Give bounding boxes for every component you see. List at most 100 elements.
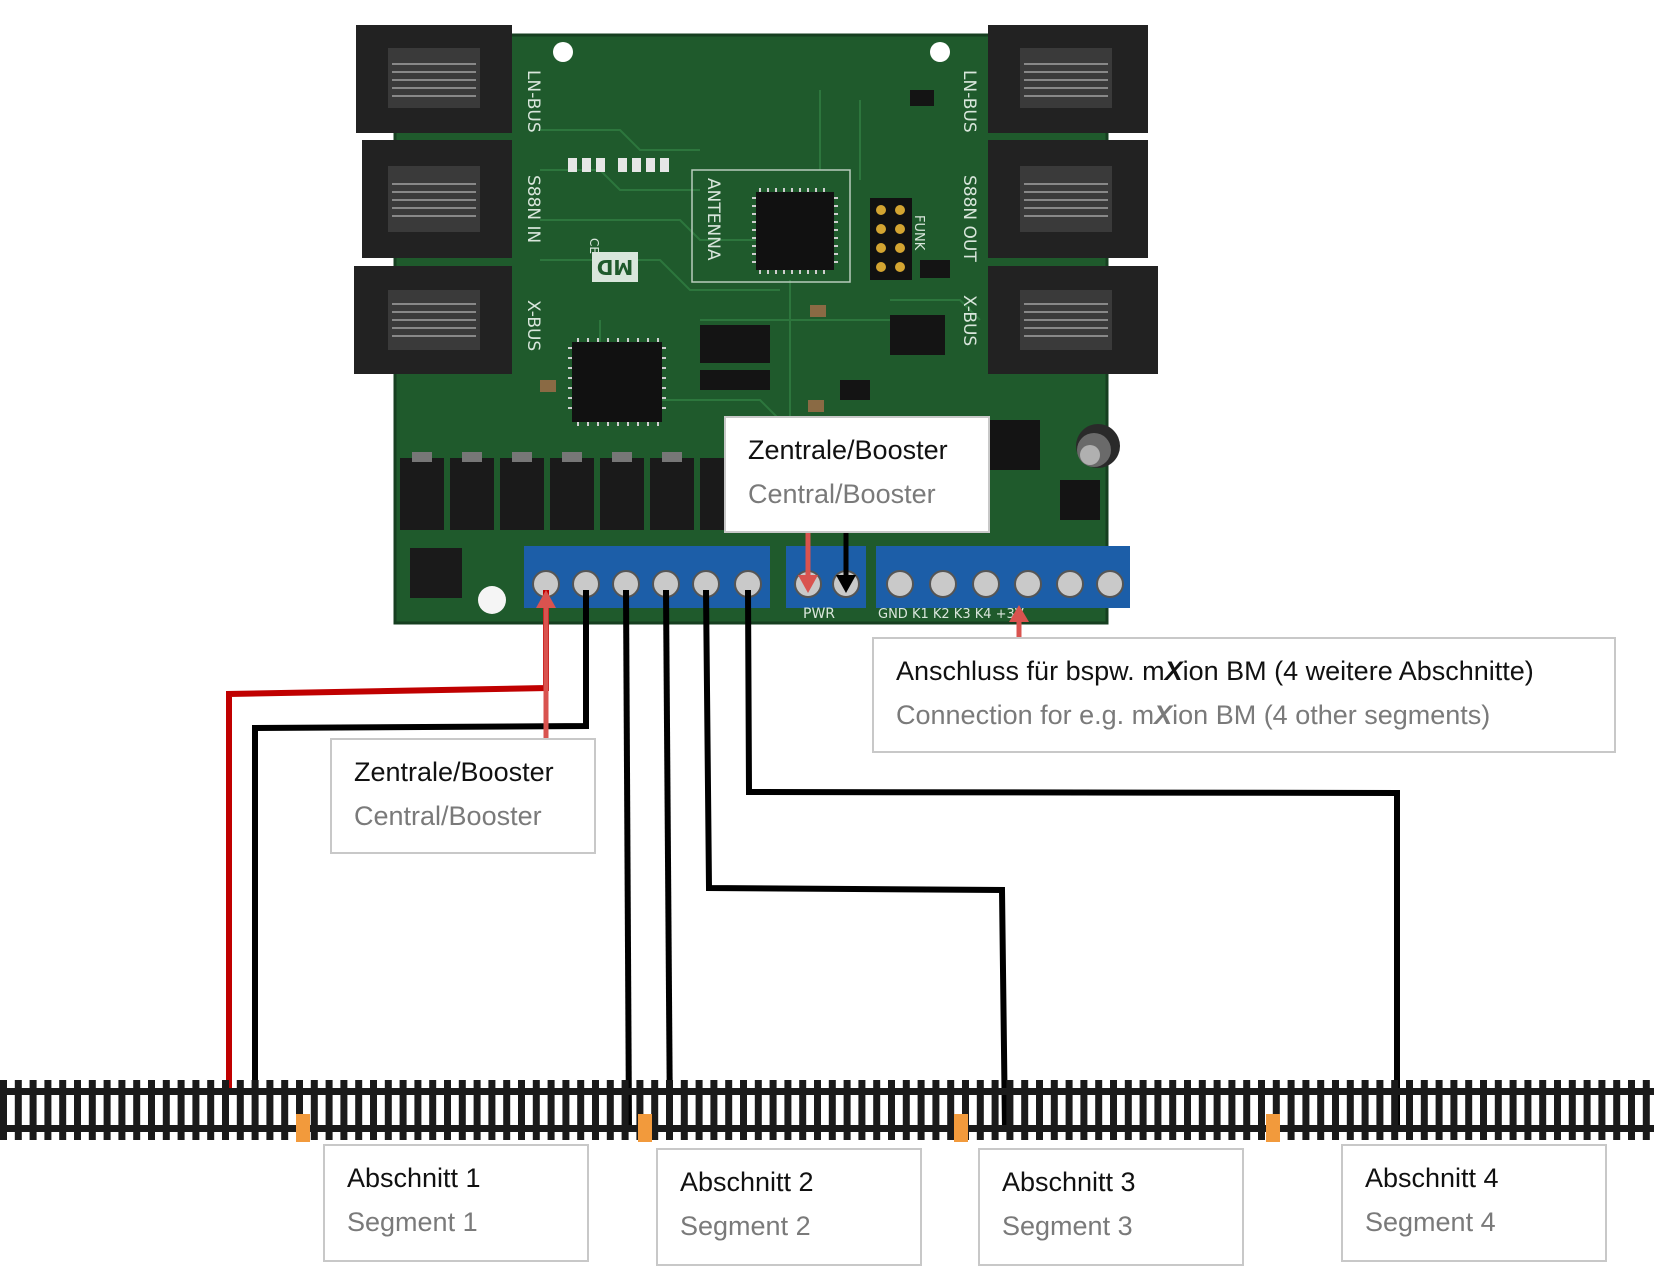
track-sleeper [1213, 1080, 1221, 1140]
isolation-gap-marker [954, 1114, 968, 1142]
svg-text:MD: MD [597, 255, 634, 279]
track-sleeper [1080, 1080, 1088, 1140]
track-sleeper [858, 1080, 866, 1140]
track-sleeper [1420, 1080, 1428, 1140]
track-sleeper [44, 1080, 52, 1140]
segment-label-de: Abschnitt 2 [680, 1167, 814, 1197]
track-sleeper [14, 1080, 22, 1140]
track-sleeper [680, 1080, 688, 1140]
track-sleeper [1494, 1080, 1502, 1140]
track-sleeper [947, 1080, 955, 1140]
track-sleeper [784, 1080, 792, 1140]
track-sleeper [1110, 1080, 1117, 1140]
track-sleeper [1198, 1080, 1206, 1140]
track-sleeper [429, 1080, 437, 1140]
segment-label-en: Segment 4 [1365, 1207, 1496, 1237]
track-sleeper [1184, 1080, 1191, 1140]
track-sleeper [1598, 1080, 1606, 1140]
track-sleeper [0, 1080, 7, 1140]
track-sleeper [384, 1080, 392, 1140]
track-sleeper [547, 1080, 555, 1140]
label-segment-4: Abschnitt 4 Segment 4 [1341, 1144, 1607, 1262]
segment-label-en: Segment 2 [680, 1211, 811, 1241]
track-sleeper [1228, 1080, 1236, 1140]
isolation-gap-marker [638, 1114, 652, 1142]
small-chips [700, 90, 1100, 520]
label-de: Zentrale/Booster [748, 435, 948, 465]
track-sleeper [636, 1080, 644, 1140]
track-sleeper [503, 1080, 511, 1140]
track-sleeper [873, 1080, 881, 1140]
rail-lower [0, 1125, 1654, 1132]
label-en: Central/Booster [748, 479, 936, 509]
track-sleeper [710, 1080, 718, 1140]
track-sleeper [1169, 1080, 1177, 1140]
track-sleeper [1332, 1080, 1339, 1140]
track-sleepers [0, 1080, 1650, 1140]
track-sleeper [577, 1080, 585, 1140]
track-sleeper [991, 1080, 999, 1140]
track-sleeper [488, 1080, 496, 1140]
track-sleeper [222, 1080, 229, 1140]
s88n-in-silk: S88N IN [523, 175, 543, 243]
track-sleeper [1317, 1080, 1325, 1140]
rj-connector-s88n-in [362, 140, 512, 258]
wire-segment-2 [663, 589, 673, 1131]
track-sleeper [1568, 1080, 1576, 1140]
track-sleeper [473, 1080, 481, 1140]
track-sleeper [251, 1080, 259, 1140]
wire-segment-4 [745, 589, 1400, 1130]
track-sleeper [1435, 1080, 1443, 1140]
track-sleeper [1450, 1080, 1458, 1140]
track-sleeper [666, 1080, 673, 1140]
track-sleeper [88, 1080, 96, 1140]
connection-label-de: Anschluss für bspw. mXion BM (4 weitere … [896, 656, 1534, 686]
wire-power-black [252, 590, 589, 1130]
railway-track [0, 1080, 1654, 1142]
track-sleeper [1583, 1080, 1591, 1140]
track-sleeper [888, 1080, 895, 1140]
terminal-block-k-outputs: GND K1 K2 K3 K4 +3V [876, 546, 1130, 622]
track-sleeper [414, 1080, 422, 1140]
funk-silk: FUNK [911, 215, 926, 251]
rj-connector-x-bus-right [988, 266, 1158, 374]
track-sleeper [1406, 1080, 1413, 1140]
bus-controller-chip [568, 338, 666, 426]
label-segment-3: Abschnitt 3 Segment 3 [978, 1148, 1244, 1266]
rj-connector-s88n-out [988, 140, 1148, 258]
label-en: Central/Booster [354, 801, 542, 831]
pin-header [870, 198, 912, 280]
track-sleeper [828, 1080, 836, 1140]
track-sleeper [1613, 1080, 1621, 1140]
s88n-out-silk: S88N OUT [959, 175, 979, 262]
track-sleeper [1272, 1080, 1280, 1140]
track-sleeper [1465, 1080, 1473, 1140]
isolation-gap-marker [1266, 1114, 1280, 1142]
rj-connector-ln-bus-left [356, 25, 512, 133]
connection-label-en: Connection for e.g. mXion BM (4 other se… [896, 700, 1491, 730]
label-connection-mxion-bm: Anschluss für bspw. mXion BM (4 weitere … [872, 637, 1616, 753]
wire-segment-3 [703, 589, 1008, 1131]
pwr-silk: PWR [803, 606, 835, 622]
track-sleeper [518, 1080, 525, 1140]
label-segment-2: Abschnitt 2 Segment 2 [656, 1148, 922, 1266]
track-sleeper [1302, 1080, 1310, 1140]
track-sleeper [236, 1080, 244, 1140]
track-sleeper [1391, 1080, 1399, 1140]
md-logo: MD [592, 252, 638, 282]
track-sleeper [725, 1080, 733, 1140]
segment-label-en: Segment 3 [1002, 1211, 1133, 1241]
track-sleeper [1258, 1080, 1265, 1140]
tab-transistors [412, 452, 682, 462]
track-sleeper [932, 1080, 940, 1140]
circuit-board: LN-BUS S88N IN X-BUS LN-BUS S88N OUT X-B… [354, 25, 1158, 625]
track-sleeper [1065, 1080, 1073, 1140]
track-sleeper [651, 1080, 659, 1140]
segment-label-de: Abschnitt 4 [1365, 1163, 1499, 1193]
track-sleeper [606, 1080, 614, 1140]
track-sleeper [814, 1080, 821, 1140]
track-sleeper [340, 1080, 348, 1140]
track-sleeper [325, 1080, 333, 1140]
track-sleeper [754, 1080, 762, 1140]
capacitors [540, 305, 826, 412]
